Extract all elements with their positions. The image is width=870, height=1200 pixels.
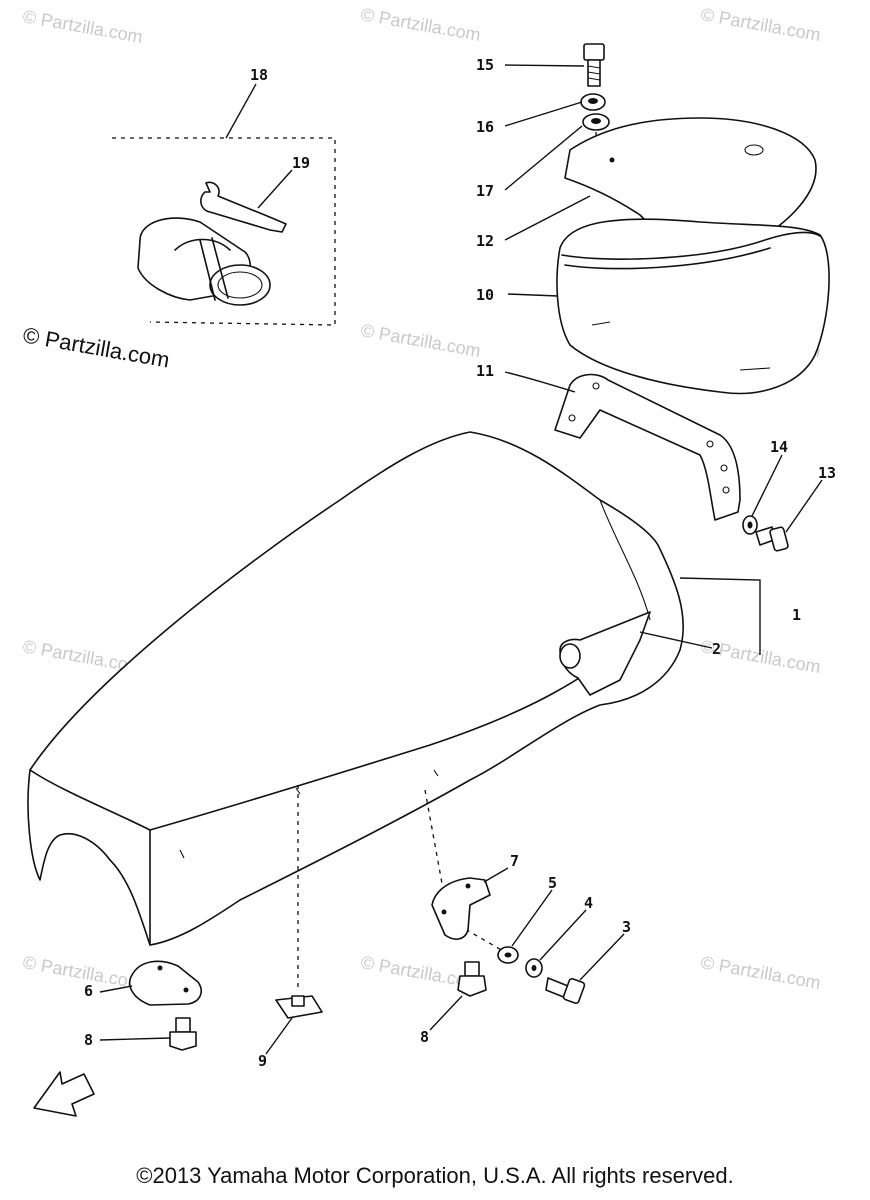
callout-labels: 18 19 15 16 17 12 10 11 14 13 1 2 7 5 4 … [84, 56, 836, 1070]
bolt-3-icon [545, 977, 586, 1005]
callout-8-right: 8 [420, 1028, 429, 1046]
seat-1-icon [27, 431, 684, 946]
watermark: © Partzilla.com [699, 952, 822, 993]
nut-plate-9-icon [275, 995, 323, 1019]
watermark-main: © Partzilla.com [21, 322, 171, 372]
callout-19: 19 [292, 154, 310, 172]
bolt-15-icon [583, 43, 605, 87]
forward-arrow-icon: FWD [33, 1071, 95, 1117]
callout-7: 7 [510, 852, 519, 870]
callout-9: 9 [258, 1052, 267, 1070]
watermark: © Partzilla.com [359, 320, 482, 361]
watermark: © Partzilla.com [359, 4, 482, 45]
plate-6-icon [128, 960, 202, 1006]
callout-11: 11 [476, 362, 494, 380]
callout-18: 18 [250, 66, 268, 84]
callout-14: 14 [770, 438, 788, 456]
callout-16: 16 [476, 118, 494, 136]
spring-washer-16-icon [580, 93, 606, 111]
washer-5-icon [497, 946, 519, 964]
callout-8-left: 8 [84, 1031, 93, 1049]
callout-6: 6 [84, 982, 93, 1000]
seat-bolt-axis-right [424, 789, 446, 901]
watermark: © Partzilla.com [21, 6, 144, 47]
callout-15: 15 [476, 56, 494, 74]
bolt-13-icon [755, 526, 789, 552]
leader-lines [99, 64, 823, 1055]
watermark: © Partzilla.com [699, 4, 822, 45]
callout-3: 3 [622, 918, 631, 936]
callout-17: 17 [476, 182, 494, 200]
washer-17-icon [582, 113, 610, 131]
tool-kit-box [112, 137, 336, 326]
callout-5: 5 [548, 874, 557, 892]
copyright-notice: ©2013 Yamaha Motor Corporation, U.S.A. A… [136, 1163, 734, 1188]
callout-13: 13 [818, 464, 836, 482]
bracket-7-icon [431, 877, 491, 940]
tool-bag-icon [137, 217, 271, 306]
nut-8-left-icon [169, 1017, 197, 1051]
callout-10: 10 [476, 286, 494, 304]
washer-4-icon [525, 958, 543, 978]
washer-14-icon [742, 515, 758, 535]
callout-1: 1 [792, 606, 801, 624]
nut-8-right-icon [457, 961, 487, 997]
callout-2: 2 [712, 640, 721, 658]
bracket-11-icon [554, 373, 741, 521]
tray-box-10-icon [556, 218, 830, 395]
tool-kit-group [112, 137, 336, 326]
callout-4: 4 [584, 894, 593, 912]
wrench-icon [200, 181, 287, 233]
callout-12: 12 [476, 232, 494, 250]
